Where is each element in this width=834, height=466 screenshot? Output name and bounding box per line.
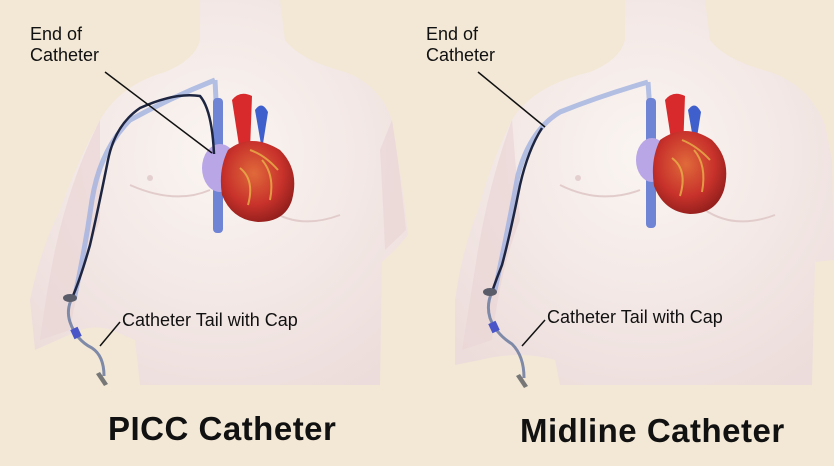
- midline-heart: [636, 93, 727, 228]
- picc-catheter: [63, 94, 216, 386]
- picc-heart: [202, 93, 295, 233]
- midline-tail-label: Catheter Tail with Cap: [547, 307, 723, 327]
- midline-tail-leader: [521, 319, 546, 347]
- picc-end-leader: [104, 71, 213, 154]
- picc-tail-leader: [99, 321, 121, 347]
- picc-title: PICC Catheter: [108, 410, 337, 447]
- midline-title: Midline Catheter: [520, 412, 785, 449]
- picc-end-label: End of Catheter: [30, 24, 100, 65]
- midline-catheter: [483, 127, 544, 388]
- midline-torso: [455, 0, 834, 385]
- picc-tail-label: Catheter Tail with Cap: [122, 310, 298, 330]
- midline-end-label: End of Catheter: [426, 24, 496, 65]
- midline-end-leader: [477, 71, 546, 128]
